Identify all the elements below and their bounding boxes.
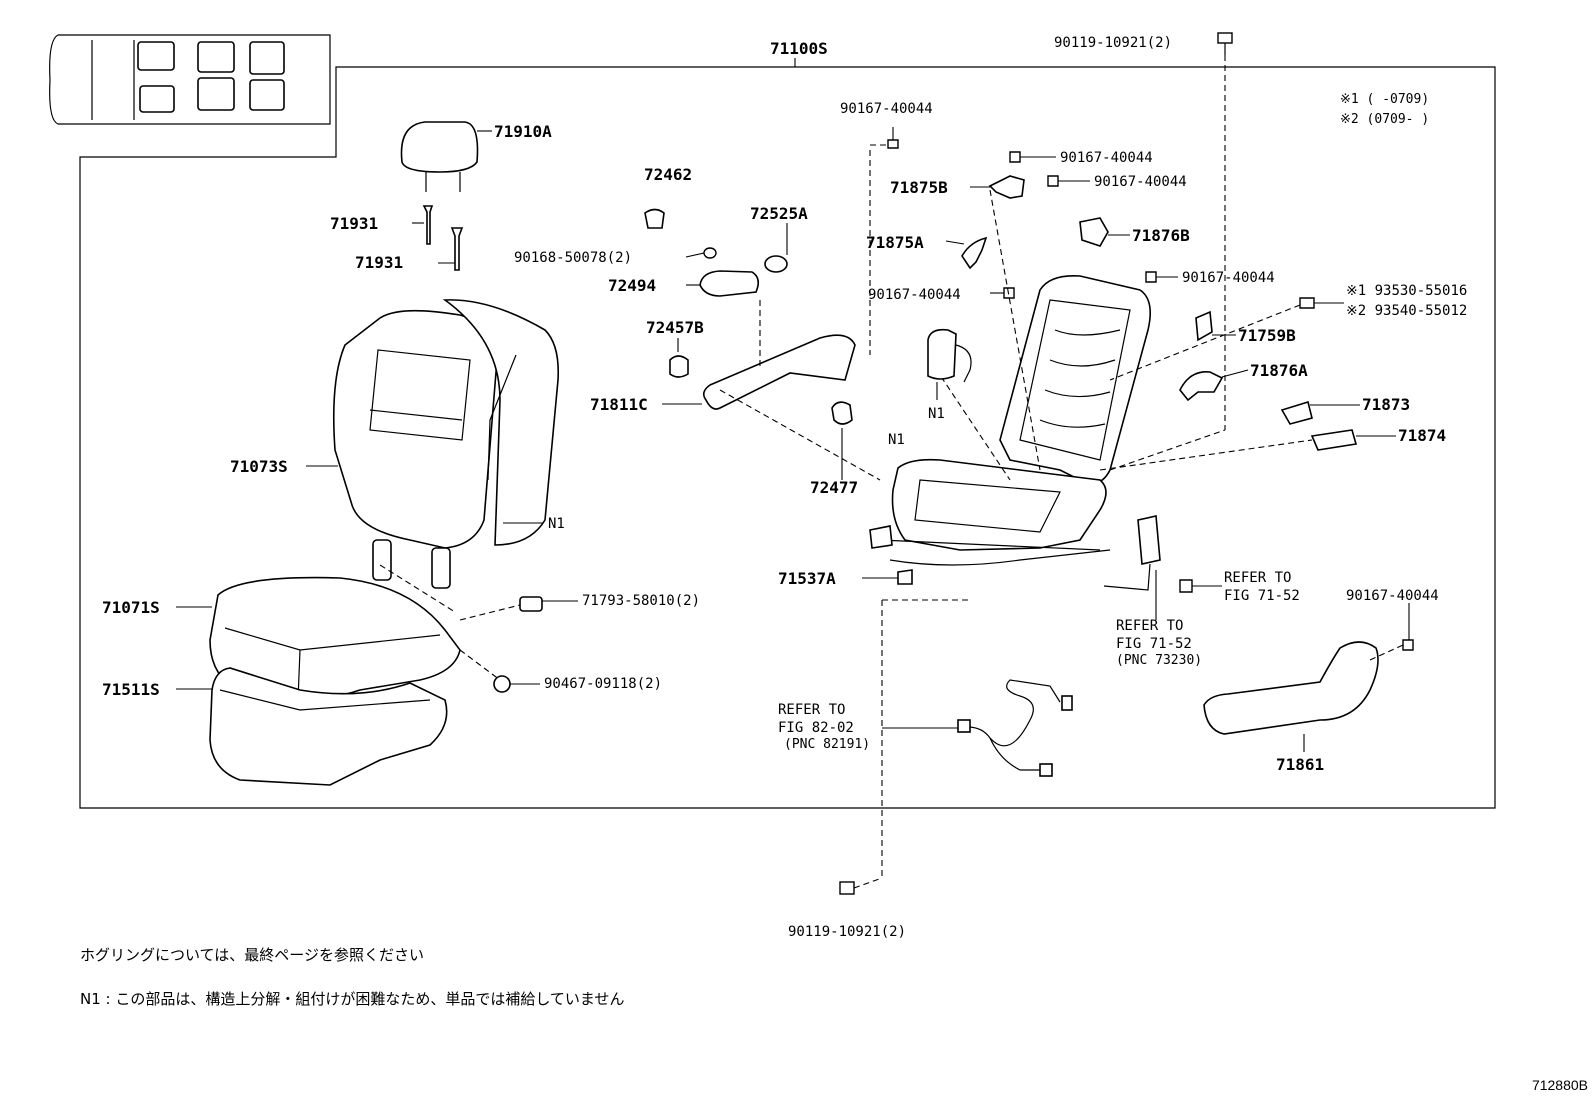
label-spring[interactable]: 72477 — [810, 478, 858, 497]
label-clip[interactable]: 71793-58010(2) — [582, 593, 700, 609]
headrest-icon — [400, 121, 479, 192]
label-refer1-a[interactable]: REFER TO — [1224, 570, 1291, 586]
small-cover-icon — [897, 569, 913, 585]
label-refer1-b[interactable]: FIG 71-52 — [1224, 588, 1300, 604]
hinge-a-icon — [1179, 371, 1224, 402]
label-outer-shield[interactable]: 71861 — [1276, 755, 1324, 774]
label-refer3-a[interactable]: REFER TO — [778, 702, 845, 718]
screw-e-icon — [1145, 271, 1178, 283]
label-bracket-b[interactable]: 71875B — [890, 178, 948, 197]
bracket-b-icon — [988, 175, 1025, 199]
label-bushing[interactable]: 72457B — [646, 318, 704, 337]
screw-a-icon — [870, 127, 899, 149]
label-cushion-cover[interactable]: 71071S — [102, 598, 160, 617]
label-bracket-a[interactable]: 71875A — [866, 233, 924, 252]
inner-shield-icon — [702, 334, 856, 410]
knob-icon — [644, 208, 665, 229]
legend-line-1: ※1 ( -0709) — [1340, 92, 1429, 107]
label-refer2-a[interactable]: REFER TO — [1116, 618, 1183, 634]
cap-icon — [764, 223, 788, 273]
label-refer3-c[interactable]: (PNC 82191) — [784, 737, 870, 752]
label-screw-f[interactable]: 90167-40044 — [1346, 588, 1439, 604]
label-lever-screw[interactable]: 90168-50078(2) — [514, 250, 632, 266]
spring-icon — [831, 401, 853, 425]
label-cover-back[interactable]: 71073S — [230, 457, 288, 476]
label-screw-c[interactable]: 90167-40044 — [1094, 174, 1187, 190]
label-cap[interactable]: 72525A — [750, 204, 808, 223]
label-headrest[interactable]: 71910A — [494, 122, 552, 141]
label-cover-73[interactable]: 71873 — [1362, 395, 1410, 414]
label-guide-1[interactable]: 71931 — [330, 214, 378, 233]
hinge-b-icon — [1079, 217, 1109, 247]
screw-f-icon — [1402, 603, 1414, 651]
label-alt-bolt-1[interactable]: ※1 93530-55016 — [1346, 283, 1467, 299]
label-hinge-b[interactable]: 71876B — [1132, 226, 1190, 245]
label-n1-frame[interactable]: N1 — [888, 432, 905, 448]
label-hook[interactable]: 71759B — [1238, 326, 1296, 345]
label-cover-74[interactable]: 71874 — [1398, 426, 1446, 445]
label-small-cover[interactable]: 71537A — [778, 569, 836, 588]
airbag-icon — [927, 328, 972, 383]
label-n1-back[interactable]: N1 — [548, 516, 565, 532]
label-clip2[interactable]: 90467-09118(2) — [544, 676, 662, 692]
seat-frame-icon — [869, 274, 1151, 566]
wire-harness-icon — [957, 679, 1073, 777]
label-screw-e[interactable]: 90167-40044 — [1182, 270, 1275, 286]
note-hog-ring: ホグリングについては、最終ページを参照ください — [80, 946, 424, 964]
label-refer3-b[interactable]: FIG 82-02 — [778, 720, 854, 736]
bushing-icon — [669, 355, 689, 378]
label-refer2-b[interactable]: FIG 71-52 — [1116, 636, 1192, 652]
label-refer2-c[interactable]: (PNC 73230) — [1116, 653, 1202, 668]
label-screw-d[interactable]: 90167-40044 — [868, 287, 961, 303]
label-hinge-a[interactable]: 71876A — [1250, 361, 1308, 380]
figure-id: 712880B — [1531, 1077, 1588, 1093]
headrest-guide-icon — [422, 205, 464, 271]
cover-74-icon — [1310, 429, 1358, 451]
cushion-pad-icon — [209, 667, 448, 786]
label-cushion-pad[interactable]: 71511S — [102, 680, 160, 699]
label-lever[interactable]: 72494 — [608, 276, 656, 295]
note-n1: N1 : この部品は、構造上分解・組付けが困難なため、単品では補給していません — [80, 990, 625, 1008]
hook-icon — [1195, 310, 1213, 342]
label-assembly[interactable]: 71100S — [770, 39, 828, 58]
label-bolt-top[interactable]: 90119-10921(2) — [1054, 35, 1172, 51]
buckle-icon — [1103, 515, 1161, 591]
bolt-top-icon — [1217, 32, 1233, 55]
bolt-bottom-icon — [839, 877, 883, 895]
label-knob[interactable]: 72462 — [644, 165, 692, 184]
legend-line-2: ※2 (0709- ) — [1340, 112, 1429, 127]
label-inner-shield[interactable]: 71811C — [590, 395, 648, 414]
lever-screw-icon — [703, 247, 717, 259]
seatback-cover-icon — [332, 299, 560, 589]
clip2-icon — [493, 675, 511, 693]
bracket-a-icon — [961, 236, 988, 270]
cushion-cover-icon — [209, 576, 461, 701]
assembly-frame — [79, 66, 1496, 809]
label-guide-2[interactable]: 71931 — [355, 253, 403, 272]
label-alt-bolt-2[interactable]: ※2 93540-55012 — [1346, 303, 1467, 319]
screw-d-icon — [990, 287, 1015, 299]
cover-73-icon — [1280, 400, 1313, 425]
label-screw-a[interactable]: 90167-40044 — [840, 101, 933, 117]
vehicle-thumbnail — [49, 34, 331, 125]
buckle-bolt-icon — [1179, 579, 1193, 593]
clip-icon — [519, 596, 543, 612]
screw-b-icon — [1009, 151, 1056, 163]
alt-bolt-icon — [1299, 297, 1315, 309]
label-n1-airbag[interactable]: N1 — [928, 406, 945, 422]
lever-icon — [699, 270, 760, 297]
screw-c-icon — [1047, 175, 1090, 187]
outer-shield-icon — [1203, 641, 1379, 735]
label-bolt-bottom[interactable]: 90119-10921(2) — [788, 924, 906, 940]
label-screw-b[interactable]: 90167-40044 — [1060, 150, 1153, 166]
